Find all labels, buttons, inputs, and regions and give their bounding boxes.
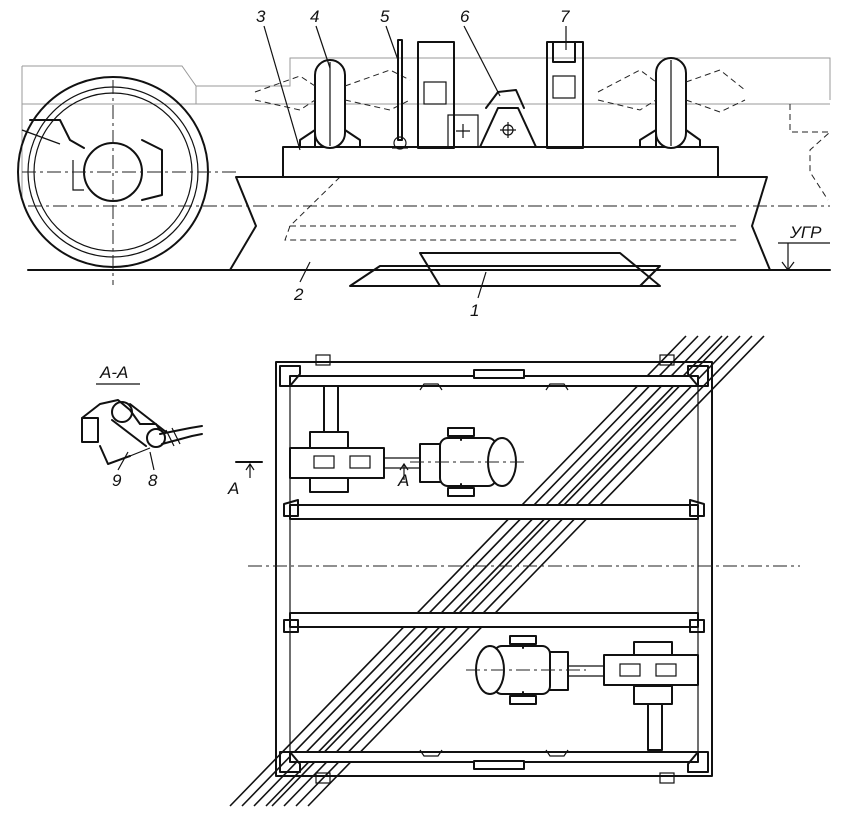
locomotive-body-outline [21,57,832,201]
wheel [17,76,240,285]
callout-5: 5 [380,7,390,26]
ground-level-mark: УГР [778,223,830,271]
section-a-a-detail: А-А 9 8 [81,363,203,490]
callout-8: 8 [148,471,158,490]
level-mark-label: УГР [789,223,822,242]
lower-drive-unit [466,635,699,751]
side-elevation-view: УГР 3 4 5 6 7 2 1 [17,7,832,320]
lever [392,39,408,150]
plan-outer-frame [275,361,713,777]
lower-motor [466,635,586,705]
column-left [417,41,479,149]
callout-7: 7 [560,7,570,26]
callout-9: 9 [112,471,122,490]
diagonal-track [229,335,765,807]
column-right [546,41,584,149]
cross-beams [248,375,800,763]
upper-drive-unit [289,385,524,497]
callout-2: 2 [293,285,304,304]
drive-mechanism [479,89,537,148]
upper-motor [410,427,524,497]
callout-1: 1 [470,301,479,320]
callout-3: 3 [256,7,266,26]
callouts-side: 3 4 5 6 7 2 1 [256,7,570,320]
plan-view: А А [227,335,800,807]
roller-right [597,57,746,149]
slab [349,252,661,287]
section-mark-left: А [227,479,239,498]
callout-4: 4 [310,7,319,26]
roller-left [254,59,411,149]
section-mark-right: А [397,471,409,490]
lifting-frame [282,146,719,178]
corner-plates [279,354,709,784]
base-platform [27,176,831,271]
section-cut-marks: А А [227,461,409,498]
callout-6: 6 [460,7,470,26]
section-title: А-А [99,363,128,382]
